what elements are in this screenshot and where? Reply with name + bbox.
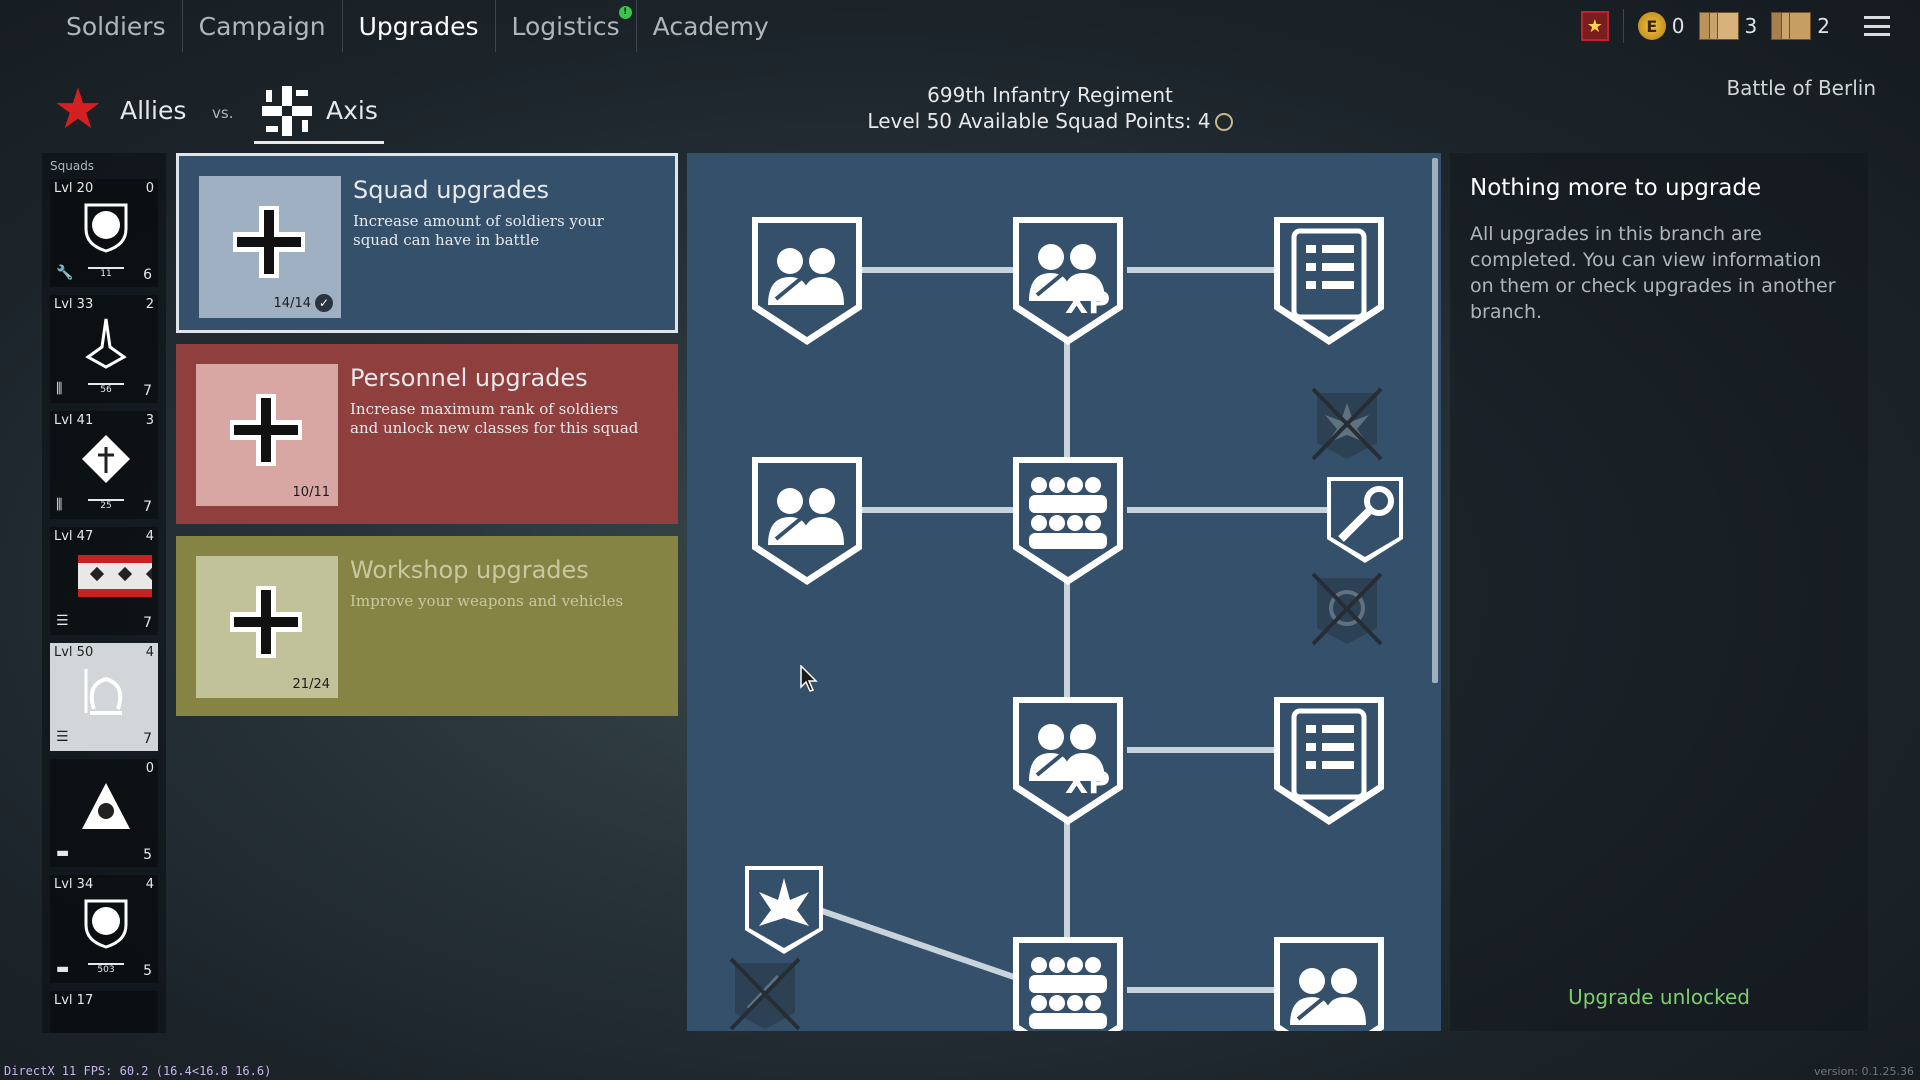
branch-thumbnail: 14/14✓ (199, 176, 341, 318)
infantry-class-icon: ⫼ (56, 381, 63, 397)
iron-cross-icon (230, 586, 302, 658)
squad-item[interactable]: 0 ▬ 5 (50, 759, 158, 867)
upgrade-node-squad[interactable] (752, 217, 862, 345)
branch-title: Squad upgrades (353, 176, 550, 204)
upgrade-node-explosion[interactable] (745, 866, 823, 954)
info-panel: Nothing more to upgrade All upgrades in … (1450, 153, 1868, 1031)
info-heading: Nothing more to upgrade (1470, 175, 1762, 201)
wrench-icon: 🔧 (56, 265, 74, 281)
skull-emblem-icon (82, 783, 130, 829)
iron-cross-icon (233, 206, 305, 278)
mouse-cursor-icon (800, 665, 818, 692)
upgrade-node-squad[interactable] (1274, 937, 1384, 1031)
upgrade-tree: XP XP (687, 153, 1441, 1031)
currency-bar: ★ E 0 3 2 (1580, 6, 1890, 46)
squad-item[interactable]: Lvl 20 0 🔧 11 6 (50, 179, 158, 287)
spire-emblem-icon (85, 318, 127, 369)
notification-badge: ! (618, 6, 632, 19)
iron-cross-icon (230, 394, 302, 466)
list-class-icon: ☰ (56, 613, 69, 629)
cards-icon (1771, 12, 1812, 40)
coin-icon: E (1637, 12, 1666, 40)
cards-b-currency[interactable]: 2 (1771, 12, 1830, 40)
tree-scrollbar[interactable] (1432, 158, 1438, 683)
squads-sidebar: Squads Lvl 20 0 🔧 11 6 Lvl 33 2 ⫼ 56 7 L… (42, 153, 166, 1033)
gold-currency[interactable]: E 0 (1637, 12, 1685, 40)
tank-class-icon: ▬ (56, 845, 70, 861)
red-star-icon: ★ (52, 77, 104, 142)
version-label: version: 0.1.25.36 (1814, 1065, 1914, 1078)
upgrade-node-list[interactable] (1274, 697, 1384, 825)
squad-item[interactable]: Lvl 33 2 ⫼ 56 7 (50, 295, 158, 403)
balkenkreuz-icon (262, 85, 312, 136)
check-icon: ✓ (315, 294, 333, 312)
branch-thumbnail: 21/24 (196, 556, 338, 698)
regiment-level: Level 50 Available Squad Points: 4 (850, 108, 1250, 134)
list-class-icon: ☰ (56, 729, 69, 745)
tab-logistics[interactable]: Logistics! (496, 0, 637, 52)
faction-allies[interactable]: ★ Allies (52, 77, 187, 142)
omega-emblem-icon (84, 669, 123, 715)
branch-card-squad[interactable]: 14/14✓ Squad upgrades Increase amount of… (176, 153, 678, 333)
menu-icon[interactable] (1864, 16, 1890, 36)
divider (1622, 9, 1624, 43)
branch-card-workshop[interactable]: 21/24 Workshop upgrades Improve your wea… (176, 536, 678, 716)
tab-campaign[interactable]: Campaign (183, 0, 343, 52)
regiment-name: 699th Infantry Regiment (927, 83, 1173, 107)
upgrade-tree-graph: XP XP (729, 217, 1403, 1031)
upgrade-node-group[interactable] (1013, 937, 1123, 1031)
cards-icon (1698, 12, 1739, 40)
medal-icon[interactable]: ★ (1580, 11, 1609, 41)
info-body: All upgrades in this branch are complete… (1470, 223, 1836, 323)
upgrade-node-group[interactable] (1013, 457, 1123, 585)
squad-item[interactable]: Lvl 47 4 ☰ 7 (50, 527, 158, 635)
locked-swords-icon[interactable] (1311, 572, 1383, 646)
shield-emblem-icon (84, 899, 128, 949)
svg-text:XP: XP (1065, 286, 1110, 321)
branch-description: Increase amount of soldiers your squad c… (353, 212, 604, 249)
upgrade-node-xp[interactable]: XP (1013, 217, 1123, 345)
squad-item[interactable]: Lvl 41 3 ⫼ 25 7 (50, 411, 158, 519)
branch-description: Improve your weapons and vehicles (350, 592, 624, 610)
squads-title: Squads (50, 159, 95, 173)
faction-axis[interactable]: Axis (254, 80, 384, 144)
squad-item-selected[interactable]: Lvl 50 4 ☰ 7 (50, 643, 158, 751)
upgrade-status: Upgrade unlocked (1568, 985, 1750, 1009)
diamond-emblem-icon (82, 435, 130, 483)
tab-upgrades[interactable]: Upgrades (343, 0, 496, 52)
banner-emblem-icon (78, 555, 152, 597)
regiment-info: 699th Infantry Regiment Level 50 Availab… (850, 82, 1250, 134)
branch-thumbnail: 10/11 (196, 364, 338, 506)
branch-card-personnel[interactable]: 10/11 Personnel upgrades Increase maximu… (176, 344, 678, 524)
tree-connectors (821, 267, 1327, 993)
cards-a-currency[interactable]: 3 (1698, 12, 1757, 40)
infantry-class-icon: ⫼ (56, 497, 63, 513)
squad-item[interactable]: Lvl 17 (50, 991, 158, 1033)
main-tabs: Soldiers Campaign Upgrades Logistics! Ac… (50, 0, 785, 52)
locked-explosion-icon[interactable] (1311, 387, 1383, 461)
tab-soldiers[interactable]: Soldiers (50, 0, 183, 52)
upgrade-node-list[interactable] (1274, 217, 1384, 345)
branch-title: Workshop upgrades (350, 556, 589, 584)
upgrade-node-xp[interactable]: XP (1013, 697, 1123, 825)
versus-label: vs. (212, 104, 234, 122)
branch-description: Increase maximum rank of soldiers and un… (350, 400, 639, 437)
upgrade-node-squad[interactable] (752, 457, 862, 585)
locked-tools-icon[interactable] (729, 957, 801, 1031)
upgrade-node-wrench[interactable] (1327, 477, 1403, 563)
svg-text:XP: XP (1065, 766, 1110, 801)
fps-counter: DirectX 11 FPS: 60.2 (16.4<16.8 16.6) (4, 1064, 272, 1078)
battle-name: Battle of Berlin (1726, 76, 1876, 100)
squad-point-icon (1214, 113, 1233, 131)
tab-academy[interactable]: Academy (652, 11, 769, 41)
tank-class-icon: ▬ (56, 961, 70, 977)
shield-emblem-icon (84, 203, 128, 253)
squad-item[interactable]: Lvl 34 4 ▬ 503 5 (50, 875, 158, 983)
branch-title: Personnel upgrades (350, 364, 588, 392)
